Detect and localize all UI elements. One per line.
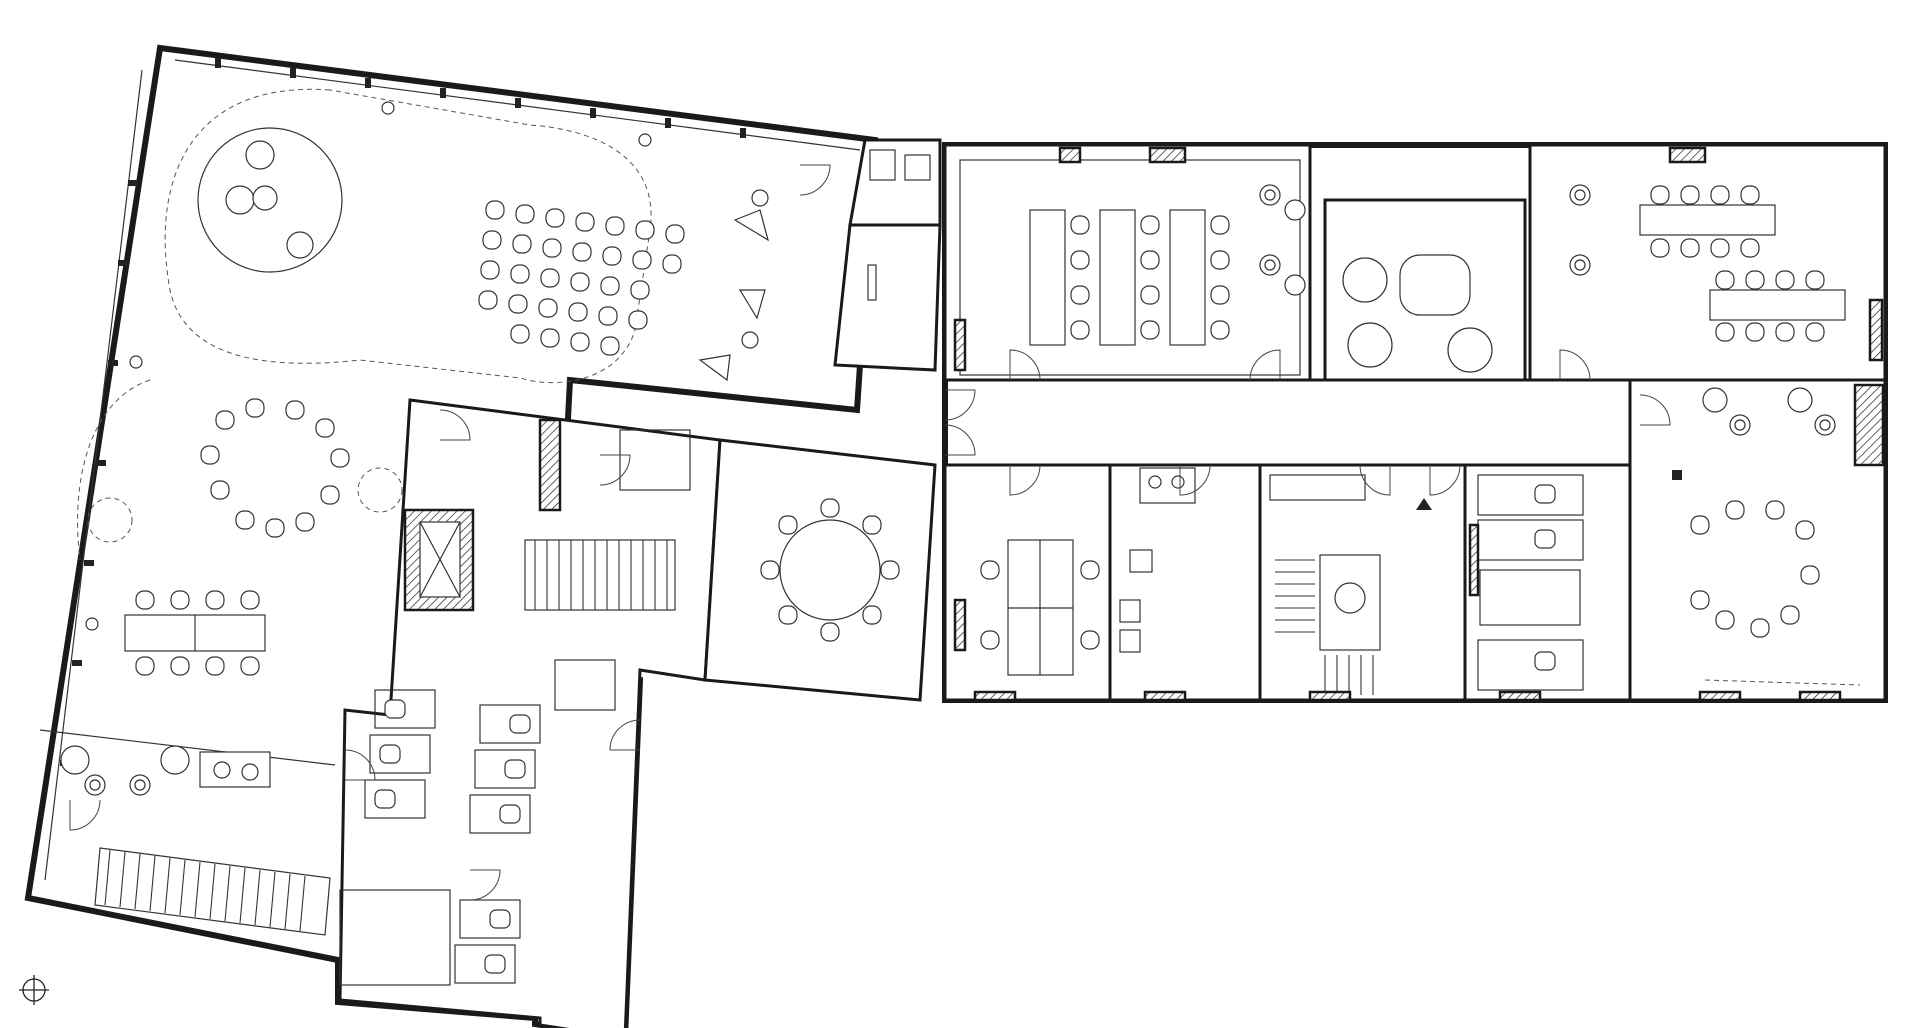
- core-stair: [524, 539, 676, 611]
- door-swings: [69, 164, 1671, 901]
- central-stair: [1258, 463, 1467, 702]
- round-meeting-room: [703, 438, 937, 702]
- wc-block-right: [1463, 463, 1632, 702]
- upper-office-2: [1528, 143, 1887, 382]
- stair-left: [94, 847, 331, 936]
- service-core: [338, 398, 722, 1028]
- upper-office-1: [943, 143, 1312, 382]
- right-wing: [69, 142, 1888, 901]
- north-arrow-icon: [19, 975, 49, 1005]
- wc-stalls: [364, 689, 541, 984]
- lounge-niche: [1323, 198, 1527, 382]
- long-table-left: [124, 590, 266, 676]
- window-marks-bottom: [973, 690, 1842, 702]
- lounge-seats: [225, 140, 314, 259]
- group-room-right: [1628, 378, 1887, 702]
- kitchen: [1108, 463, 1262, 702]
- lower-office-desks: [943, 463, 1112, 702]
- entry-rooms: [833, 138, 942, 372]
